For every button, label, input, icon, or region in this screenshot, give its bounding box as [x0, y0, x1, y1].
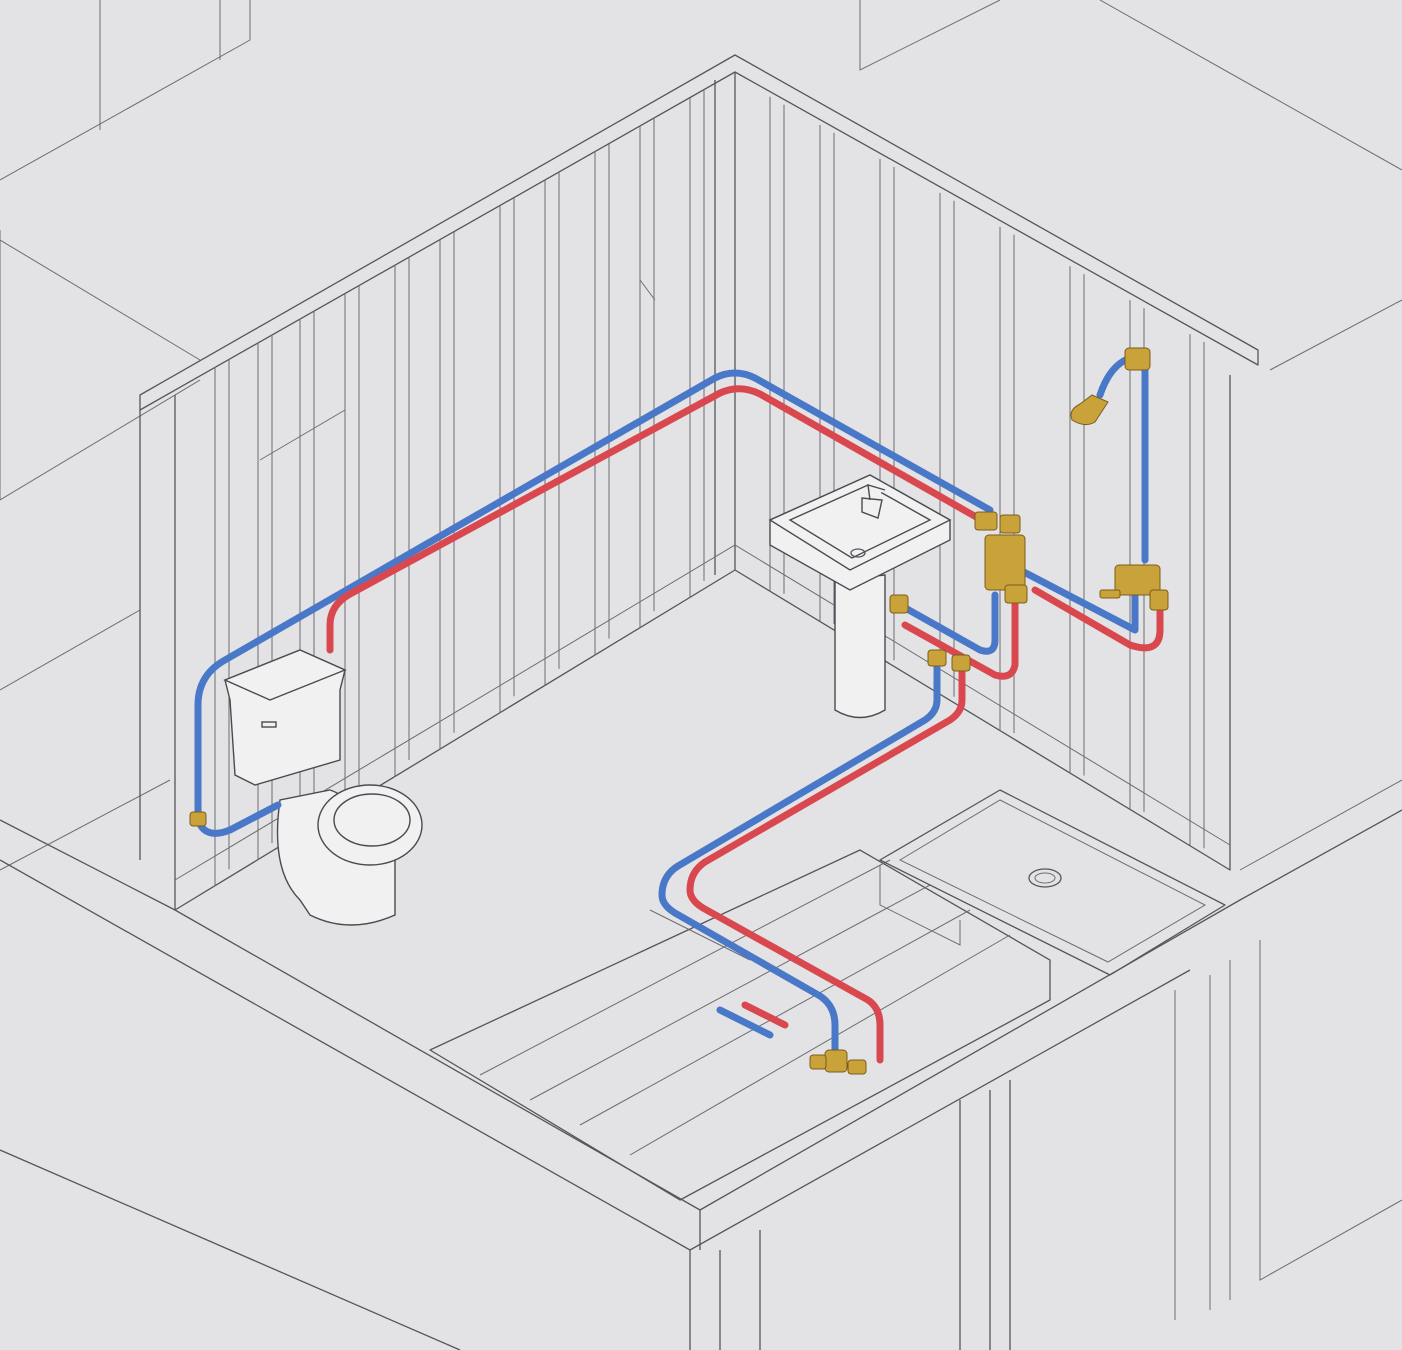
brass-fittings — [189, 347, 1169, 1075]
cold-pipe-toilet — [194, 801, 282, 837]
wall-stud — [769, 96, 785, 594]
drain-icon — [1028, 868, 1062, 888]
wall-bottom-plate — [174, 544, 1231, 881]
pedestal-sink-icon — [768, 474, 952, 719]
shower-head-icon — [1070, 394, 1109, 426]
corner-post — [714, 72, 736, 575]
shower-tray — [879, 789, 1226, 976]
toilet-icon — [223, 649, 423, 926]
wall-stud — [544, 172, 560, 686]
valve-icon — [1114, 564, 1161, 596]
wall-stud — [439, 231, 455, 750]
wall-top-plate — [139, 54, 1259, 411]
wall-stud — [689, 89, 705, 598]
flush-handle-icon — [261, 721, 277, 728]
background-framing — [0, 0, 1402, 1320]
hot-pipe-down — [686, 658, 966, 1064]
floor-framing — [0, 809, 1402, 1350]
cold-pipe-main — [194, 369, 994, 824]
wall-stud — [344, 285, 360, 807]
supply-pipes — [194, 354, 1164, 1064]
wall-stud — [499, 197, 515, 713]
wall-stud — [594, 143, 610, 656]
wall-framing — [139, 54, 1259, 911]
wall-stud — [1189, 334, 1205, 849]
wall-stud — [1069, 266, 1085, 776]
wall-stud — [639, 118, 655, 628]
cold-pipe-down — [658, 658, 941, 1064]
wall-stud — [394, 257, 410, 777]
hot-pipe-main — [326, 385, 989, 654]
wall-blocking — [259, 230, 656, 560]
wall-stud — [939, 192, 955, 697]
manifold-icon — [984, 534, 1026, 591]
wall-stud — [214, 359, 230, 886]
